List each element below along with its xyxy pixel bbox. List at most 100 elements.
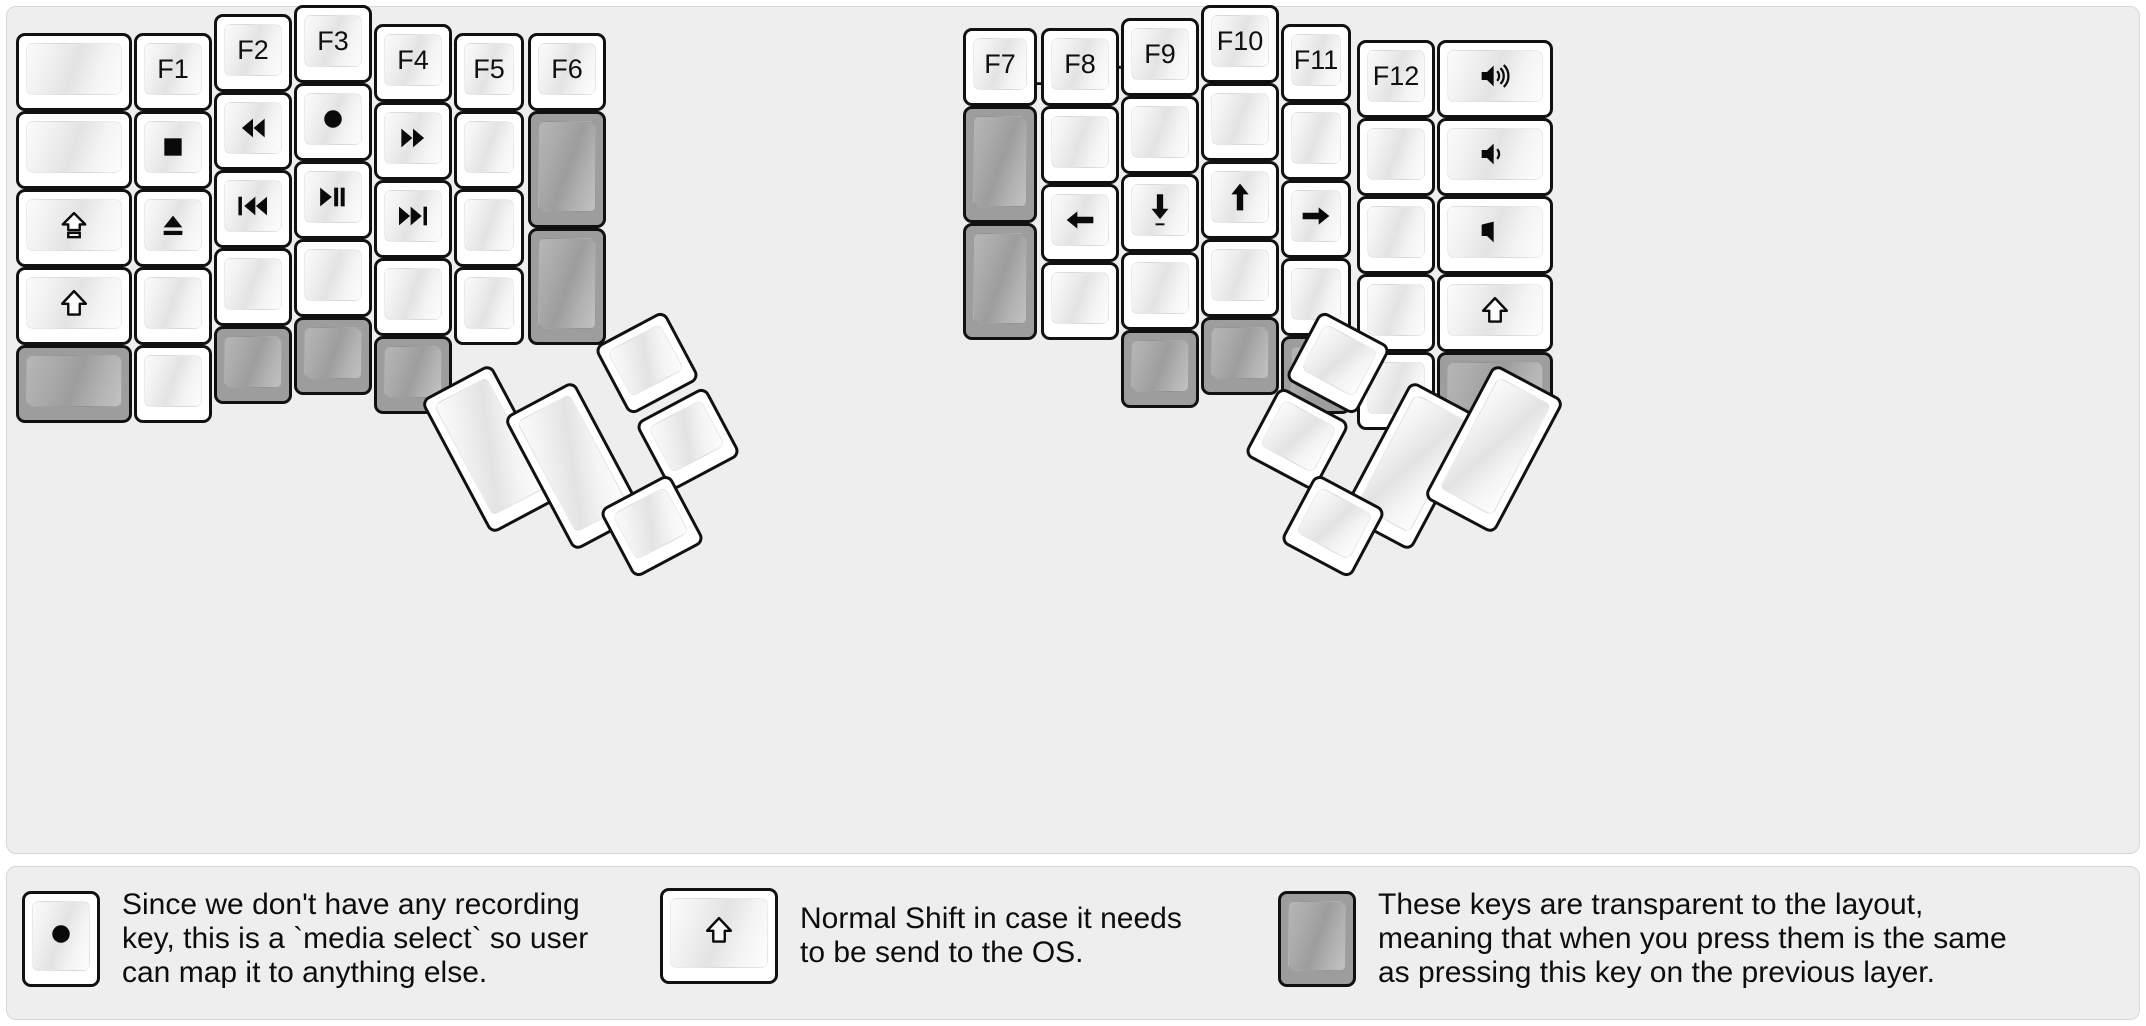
key-f8-col-r4[interactable] (1041, 262, 1119, 340)
key-left-outer-r1[interactable] (16, 33, 132, 111)
keycap-surface (1447, 206, 1543, 258)
key-f7-col-thumb1[interactable] (963, 106, 1037, 223)
keycap-surface (1447, 284, 1543, 336)
key-label: F1 (157, 53, 189, 84)
key-f11-col-r4[interactable] (1281, 258, 1351, 336)
key-volume-up[interactable] (1437, 40, 1553, 118)
keycap-surface: F1 (144, 43, 202, 95)
key-media-rewind[interactable] (214, 92, 292, 170)
key-f8-col-r2[interactable] (1041, 106, 1119, 184)
key-label: F11 (1293, 44, 1339, 75)
legend-description: These keys are transparent to the layout… (1378, 888, 2007, 990)
key-media-eject[interactable] (134, 189, 212, 267)
keycap-surface (1211, 249, 1269, 301)
key-f9-col-r2[interactable] (1121, 96, 1199, 174)
key-f6-col-thumb1[interactable] (528, 111, 606, 228)
key-f11[interactable]: F11 (1281, 24, 1351, 102)
key-left-outer-r5[interactable] (16, 345, 132, 423)
key-f9[interactable]: F9 (1121, 18, 1199, 96)
key-f12[interactable]: F12 (1357, 40, 1435, 118)
key-arrow-right[interactable] (1281, 180, 1351, 258)
keycap-surface (32, 901, 90, 972)
keycap-surface: F7 (973, 38, 1027, 90)
keycap-surface (384, 112, 442, 164)
key-f3-col-r4[interactable] (294, 239, 372, 317)
key-f12-col-r2[interactable] (1357, 118, 1435, 196)
keycap-surface (26, 277, 122, 329)
key-f8[interactable]: F8 (1041, 28, 1119, 106)
key-media-stop[interactable] (134, 111, 212, 189)
caps-lock-icon (59, 210, 89, 240)
keycap-surface (464, 199, 514, 251)
key-volume-mute[interactable] (1437, 196, 1553, 274)
key-f7-col-thumb2[interactable] (963, 223, 1037, 340)
keycap-surface (1291, 190, 1341, 242)
key-f12-col-r4[interactable] (1357, 274, 1435, 352)
key-right-outer-shift[interactable] (1437, 274, 1553, 352)
key-f6-col-thumb2[interactable] (528, 228, 606, 345)
key-label: F10 (1216, 25, 1264, 56)
key-f3-col-r5[interactable] (294, 317, 372, 395)
key-f10-col-r2[interactable] (1201, 83, 1279, 161)
key-f3[interactable]: F3 (294, 5, 372, 83)
key-label: F6 (551, 53, 583, 84)
key-arrow-up[interactable] (1201, 161, 1279, 239)
key-left-outer-shift[interactable] (16, 267, 132, 345)
key-label: F9 (1144, 38, 1176, 69)
keycap-surface (1291, 112, 1341, 164)
keycap-surface (464, 121, 514, 173)
key-volume-down[interactable] (1437, 118, 1553, 196)
legend-description: Normal Shift in case it needs to be send… (800, 901, 1182, 969)
key-arrow-left[interactable] (1041, 184, 1119, 262)
key-f2-col-r5[interactable] (214, 326, 292, 404)
key-f1-col-r4[interactable] (134, 267, 212, 345)
key-media-playpause[interactable] (294, 161, 372, 239)
legend-key-sample (1278, 891, 1356, 988)
keycap-surface (26, 121, 122, 173)
key-media-ff[interactable] (374, 102, 452, 180)
key-f5-col-r4[interactable] (454, 267, 524, 345)
key-f2-col-r4[interactable] (214, 248, 292, 326)
key-f5-col-r3[interactable] (454, 189, 524, 267)
key-f7[interactable]: F7 (963, 28, 1037, 106)
eject-icon (159, 211, 187, 239)
legend-item: These keys are transparent to the layout… (1278, 888, 2138, 991)
keycap-surface (26, 355, 122, 407)
key-f4-col-r4[interactable] (374, 258, 452, 336)
fast-forward-icon (397, 124, 429, 152)
keycap-surface (1259, 399, 1338, 474)
key-f5-col-r2[interactable] (454, 111, 524, 189)
keycap-surface (304, 93, 362, 145)
shift-arrow-icon (1480, 295, 1510, 325)
key-f4[interactable]: F4 (374, 24, 452, 102)
keycap-surface: F5 (464, 43, 514, 95)
key-f6[interactable]: F6 (528, 33, 606, 111)
key-left-outer-r2[interactable] (16, 111, 132, 189)
shift-arrow-icon (59, 288, 89, 318)
key-f5[interactable]: F5 (454, 33, 524, 111)
keycap-surface (224, 102, 282, 154)
key-media-next[interactable] (374, 180, 452, 258)
keycap-surface (1211, 93, 1269, 145)
key-media-record[interactable] (294, 83, 372, 161)
key-f12-col-r3[interactable] (1357, 196, 1435, 274)
key-f2[interactable]: F2 (214, 14, 292, 92)
key-f1-col-r5[interactable] (134, 345, 212, 423)
key-left-outer-capslock[interactable] (16, 189, 132, 267)
key-media-prev[interactable] (214, 170, 292, 248)
key-f9-col-r4[interactable] (1121, 252, 1199, 330)
keycap-surface (1051, 272, 1109, 324)
keycap-surface: F3 (304, 15, 362, 67)
key-arrow-down[interactable] (1121, 174, 1199, 252)
keycap-surface (26, 43, 122, 95)
key-f10-col-r5[interactable] (1201, 317, 1279, 395)
legend-item: Since we don't have any recording key, t… (22, 888, 682, 991)
volume-mute-icon (1479, 216, 1511, 248)
key-f9-col-r5[interactable] (1121, 330, 1199, 408)
key-f10[interactable]: F10 (1201, 5, 1279, 83)
key-f11-col-r2[interactable] (1281, 102, 1351, 180)
key-f10-col-r4[interactable] (1201, 239, 1279, 317)
keycap-surface (1295, 486, 1374, 561)
keycap-surface (538, 238, 596, 329)
key-f1[interactable]: F1 (134, 33, 212, 111)
